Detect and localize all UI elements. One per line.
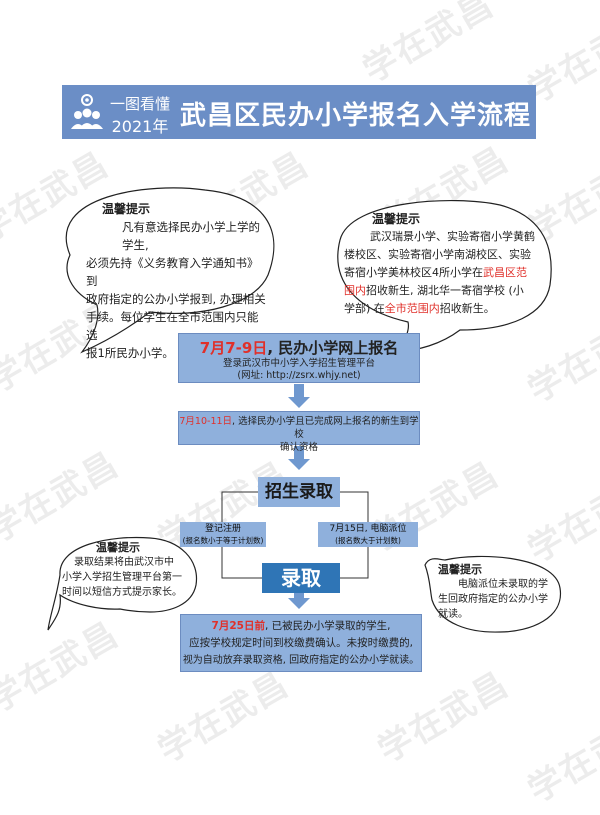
tip-top-left: 温馨提示 凡有意选择民办小学上学的学生, 必须先持《义务教育入学通知书》到 政府… [86,200,266,362]
tip-line: 录取结果将由武汉市中 [74,557,174,568]
tip-line: 电脑派位未录取的学 [458,579,548,590]
tip-line: 必须先持《义务教育入学通知书》到 [86,256,259,288]
tip-highlight: 武昌区范 [483,266,527,279]
tip-line: 生回政府指定的公办小学 [438,594,548,605]
branch-connector [340,491,369,522]
branch-connector [340,546,369,579]
step-line: 确认资格 [279,442,318,453]
step-date: 7月7-9日 [199,339,268,357]
step-line: 7月10-11日, 选择民办小学且已完成网上报名的新生到学校 [179,415,419,441]
branch-label: 登记注册 [204,524,241,534]
step-fee-confirmation: 7月25日前, 已被民办小学录取的学生, 应按学校规定时间到校缴费确认。未按时缴… [180,614,422,672]
step-line: 登录武汉市中小学入学招生管理平台 [222,358,375,369]
tip-line: 小学入学招生管理平台第一 [62,572,182,583]
branch-label: 7月15日, 电脑派位 [329,524,407,534]
step-online-registration: 7月7-9日, 民办小学网上报名 登录武汉市中小学入学招生管理平台 (网址: h… [178,333,420,383]
header-year: 2021年 [111,117,169,136]
branch-note: (报名数小于等于计划数) [182,536,264,545]
header-subtitle: 一图看懂 [109,95,170,113]
tip-line: 政府指定的公办小学报到, 办理相关 [86,292,266,306]
tip-mid-right: 温馨提示 电脑派位未录取的学 生回政府指定的公办小学 就读。 [438,562,558,622]
step-date: 7月25日前 [211,620,265,632]
branch-registration: 登记注册 (报名数小于等于计划数) [180,522,266,547]
arrow-down-icon [288,384,310,408]
arrow-down-icon [288,446,310,470]
tip-text: 学部) 在 [344,302,385,315]
tip-top-right: 温馨提示 武汉瑞景小学、实验寄宿小学黄鹤 楼校区、实验寄宿小学南湖校区、实验 寄… [344,210,549,318]
speech-bubble-top-left [65,187,275,354]
tip-title: 温馨提示 [372,212,421,226]
step-heading: , 民办小学网上报名 [267,339,399,357]
tip-mid-left: 温馨提示 录取结果将由武汉市中 小学入学招生管理平台第一 时间以短信方式提示家长… [62,540,194,600]
page-title: 武昌区民办小学报名入学流程 [180,101,532,131]
step-text: , 选择民办小学且已完成网上报名的新生到学校 [232,416,419,440]
step-line: 视为自动放弃录取资格, 回政府指定的公办小学就读。 [182,655,420,666]
speech-bubble-mid-right [424,555,561,633]
header-banner: 一图看懂 2021年 武昌区民办小学报名入学流程 [62,85,536,139]
tip-line: 学部) 在全市范围内招收新生。 [344,300,549,318]
step-line: 应按学校规定时间到校缴费确认。未按时缴费的, [189,637,413,649]
speech-bubble-top-right [337,199,552,353]
tip-highlight: 围内 [344,284,366,297]
arrow-down-icon [288,591,310,609]
tip-line: 围内招收新生, 湖北华一寄宿学校 (小 [344,282,549,300]
admission-label: 录取 [281,566,321,590]
people-icon [71,94,103,129]
enrollment-box: 招生录取 [258,477,340,507]
enrollment-label: 招生录取 [265,482,333,502]
tip-line: 手续。每位学生在全市范围内只能选 [86,310,259,342]
tip-line: 武汉瑞景小学、实验寄宿小学黄鹤 [370,230,535,243]
branch-computer-lottery: 7月15日, 电脑派位 (报名数大于计划数) [318,522,418,547]
tip-text: 寄宿小学美林校区4所小学在 [344,266,483,279]
branch-note: (报名数大于计划数) [335,536,401,545]
tip-title: 温馨提示 [102,202,151,216]
tip-highlight: 全市范围内 [384,302,440,315]
tip-title: 温馨提示 [96,541,140,554]
tip-line: 凡有意选择民办小学上学的学生, [122,220,260,252]
step-title: 7月7-9日, 民办小学网上报名 [179,337,419,358]
tip-line: 寄宿小学美林校区4所小学在武昌区范 [344,264,549,282]
speech-bubble-mid-left [47,536,198,631]
branch-connector [221,546,262,579]
branch-connector [221,491,258,522]
admission-box: 录取 [262,563,340,593]
tip-text: 招收新生。 [439,302,495,315]
tip-line: 就读。 [438,609,468,620]
tip-line: 楼校区、实验寄宿小学南湖校区、实验 [344,248,531,261]
step-line: (网址: http://zsrx.whjy.net) [237,370,361,381]
step-line: 7月25日前, 已被民办小学录取的学生, [181,618,421,635]
step-date: 7月10-11日 [179,416,233,427]
tip-title: 温馨提示 [438,563,482,576]
tip-line: 时间以短信方式提示家长。 [62,587,182,598]
step-qualification-confirm: 7月10-11日, 选择民办小学且已完成网上报名的新生到学校 确认资格 [178,411,420,453]
tip-line: 报1所民办小学。 [86,346,174,360]
tip-text: 招收新生, 湖北华一寄宿学校 (小 [366,284,524,297]
step-text: , 已被民办小学录取的学生, [264,620,391,632]
